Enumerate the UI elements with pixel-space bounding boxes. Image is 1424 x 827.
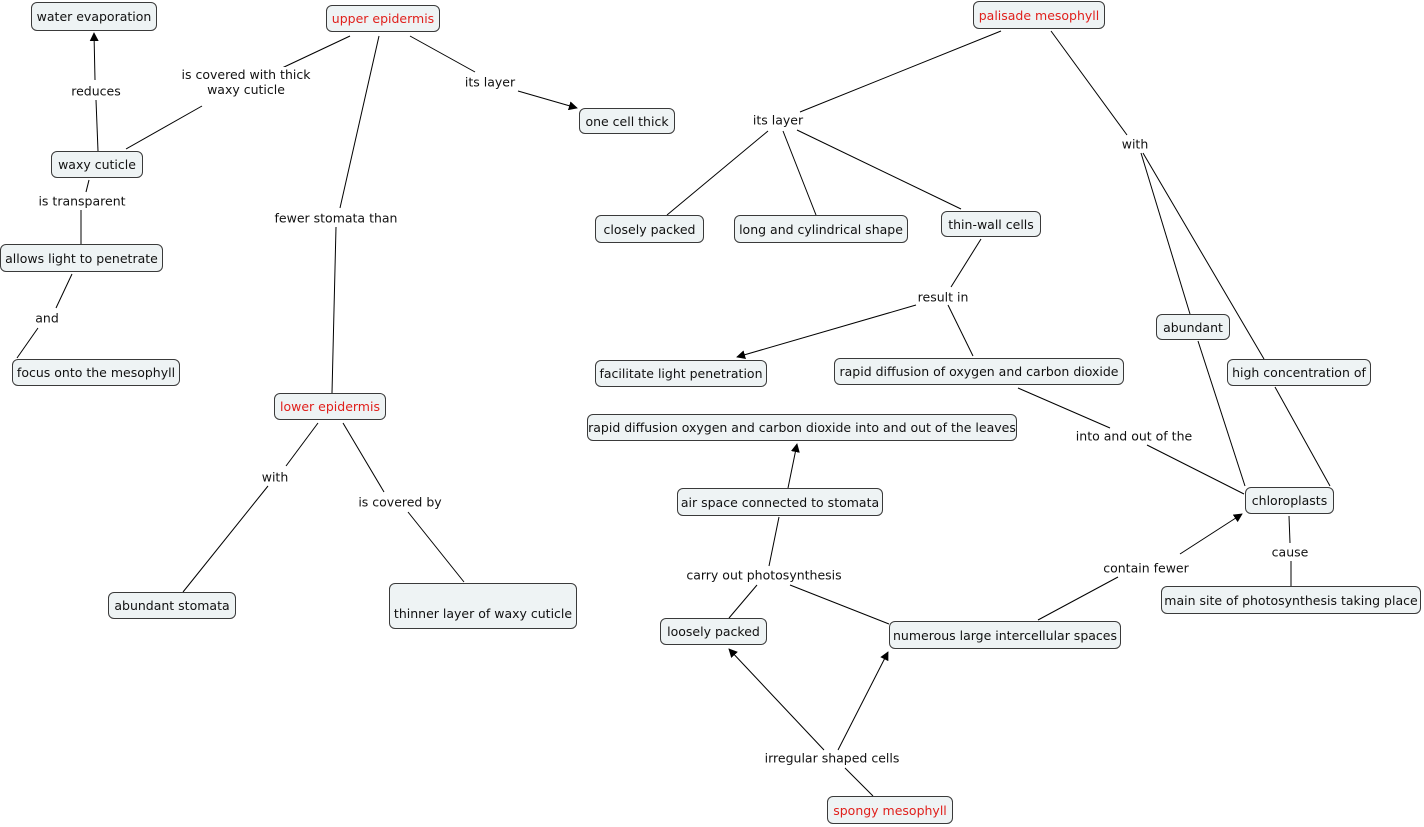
line-numerous-contain [1037, 576, 1119, 621]
link-label-is-transparent: is transparent [36, 193, 128, 209]
line-thinwall-result [950, 238, 982, 288]
line-palisade-with [1050, 30, 1128, 136]
link-label-contain-fewer: contain fewer [1101, 560, 1191, 576]
line-result-facilitate [736, 304, 917, 360]
link-label-result-in: result in [915, 289, 971, 305]
link-label-irregular: irregular shaped cells [762, 750, 902, 766]
link-label-fewer-stomata: fewer stomata than [272, 210, 400, 226]
concept-thinner-layer[interactable]: thinner layer of waxy cuticle [389, 583, 577, 629]
line-itslayer-closely [666, 130, 769, 216]
link-label-reduces: reduces [69, 83, 123, 99]
line-and-focus [16, 327, 39, 359]
concept-palisade-mesophyll[interactable]: palisade mesophyll [973, 1, 1105, 29]
concept-high-concentration[interactable]: high concentration of [1227, 359, 1371, 386]
link-label-with-lower: with [259, 469, 291, 485]
concept-abundant[interactable]: abundant [1156, 314, 1230, 340]
line-covered-thinner [407, 511, 465, 583]
line-reduces-water-evaporation [89, 32, 99, 81]
line-rapid-into [1017, 387, 1111, 429]
line-irregular-numerous [837, 651, 889, 751]
line-itslayer-thinwall [796, 129, 962, 210]
link-label-with-palisade: with [1119, 136, 1151, 152]
line-abundant-chloroplasts [1197, 340, 1246, 487]
line-with-abundantstomata [182, 485, 269, 593]
concept-upper-epidermis[interactable]: upper epidermis [326, 5, 440, 32]
concept-waxy-cuticle[interactable]: waxy cuticle [51, 151, 143, 178]
line-covered-upper [281, 35, 351, 69]
concept-long-cylindrical[interactable]: long and cylindrical shape [734, 215, 908, 243]
concept-focus-mesophyll[interactable]: focus onto the mesophyll [12, 359, 180, 386]
link-label-its-layer-palisade: its layer [750, 112, 806, 128]
line-waxy-covered [125, 105, 203, 150]
concept-lower-epidermis[interactable]: lower epidermis [274, 393, 386, 420]
concept-main-site[interactable]: main site of photosynthesis taking place [1161, 586, 1421, 614]
concept-numerous-spaces[interactable]: numerous large intercellular spaces [889, 621, 1121, 649]
line-result-rapid [947, 304, 974, 357]
link-label-covered-thick: is covered with thick waxy cuticle [179, 67, 313, 97]
line-carry-numerous [789, 584, 890, 625]
line-lower-with [285, 422, 319, 467]
line-palisade-itslayer [799, 30, 1002, 113]
line-highconc-chloroplasts [1274, 386, 1331, 487]
line-fewer-lower [331, 226, 337, 394]
concept-one-cell-thick[interactable]: one cell thick [579, 108, 675, 134]
concept-closely-packed[interactable]: closely packed [595, 215, 704, 243]
line-spongy-irregular [844, 767, 874, 797]
concept-spongy-mesophyll[interactable]: spongy mesophyll [827, 796, 953, 824]
line-upper-fewer [339, 35, 380, 209]
line-air-carry [768, 516, 780, 567]
link-label-cause: cause [1269, 544, 1311, 560]
concept-chloroplasts[interactable]: chloroplasts [1245, 487, 1334, 514]
line-upper-itslayer [409, 35, 476, 73]
line-air-leaves [787, 443, 800, 489]
link-label-its-layer-upper: its layer [462, 74, 518, 90]
line-allows-and [55, 273, 73, 309]
concept-allows-light[interactable]: allows light to penetrate [0, 244, 163, 272]
link-label-into-out: into and out of the [1073, 428, 1195, 444]
concept-loosely-packed[interactable]: loosely packed [660, 618, 767, 645]
concept-rapid-diffusion-oc[interactable]: rapid diffusion of oxygen and carbon dio… [834, 358, 1124, 385]
link-label-carry-out: carry out photosynthesis [684, 567, 844, 583]
line-contain-chloroplasts [1179, 513, 1243, 555]
line-waxy-transparent [85, 179, 90, 193]
concept-air-space[interactable]: air space connected to stomata [677, 488, 883, 516]
line-carry-loosely [728, 584, 758, 619]
concept-facilitate-light[interactable]: facilitate light penetration [595, 360, 767, 387]
concept-thin-wall-cells[interactable]: thin-wall cells [941, 211, 1041, 237]
concept-water-evaporation[interactable]: water evaporation [31, 2, 157, 31]
line-itslayer-long [782, 130, 817, 216]
link-label-and: and [33, 310, 61, 326]
concept-rapid-diffusion-leaves[interactable]: rapid diffusion oxygen and carbon dioxid… [587, 414, 1017, 441]
line-chloroplasts-cause [1288, 515, 1291, 544]
line-with-abundant [1140, 152, 1191, 315]
link-label-is-covered-by: is covered by [356, 494, 444, 510]
line-waxy-reduces [95, 99, 99, 152]
line-with-highconc [1142, 152, 1265, 360]
line-itslayer-onecell [517, 90, 578, 111]
line-irregular-loosely [728, 648, 825, 751]
link-label-covered-thick-text: is covered with thick waxy cuticle [181, 67, 311, 97]
line-lower-covered [342, 422, 385, 493]
line-into-chloroplasts [1146, 444, 1245, 495]
concept-abundant-stomata[interactable]: abundant stomata [108, 592, 236, 619]
